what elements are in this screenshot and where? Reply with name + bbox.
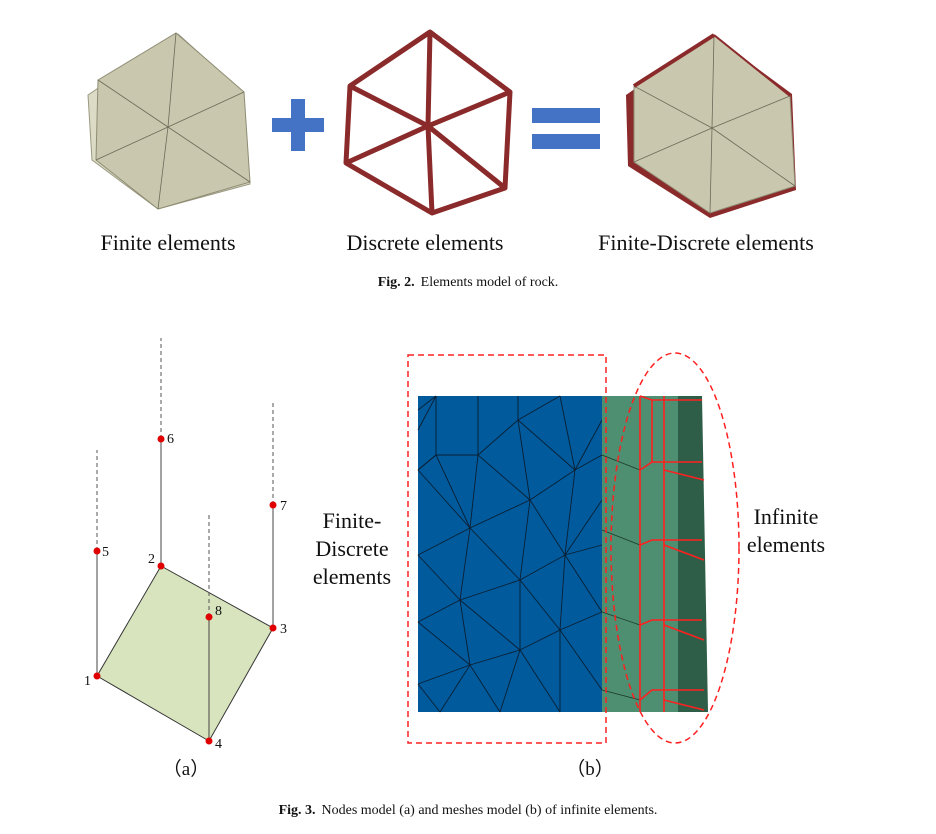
finite-discrete-hexagon: [626, 33, 796, 218]
node-1-marker: [93, 672, 101, 680]
node-3-marker: [269, 624, 277, 632]
infinite-label-line-1: Infinite: [754, 504, 819, 529]
infinite-region-ellipse: [610, 352, 740, 744]
figure-3a-nodes-model: 1 2 3 4 5 6 7 8 （a）: [84, 338, 287, 780]
figure-3-caption-text: Nodes model (a) and meshes model (b) of …: [322, 803, 658, 818]
finite-discrete-mesh-block: [418, 396, 602, 712]
equals-sign-icon: [532, 108, 600, 149]
quad-element-face: [96, 565, 274, 742]
node-8-label: 8: [215, 604, 222, 619]
finite-discrete-label-line-1: Finite-: [323, 508, 382, 533]
node-5-label: 5: [102, 545, 109, 560]
figure-2-caption: Fig. 2. Elements model of rock.: [378, 275, 559, 290]
panel-b-label: （b）: [566, 758, 614, 780]
node-2-marker: [157, 562, 165, 570]
figure-2-caption-text: Elements model of rock.: [421, 275, 559, 290]
finite-discrete-elements-label: Finite-Discrete elements: [598, 230, 814, 255]
node-8-marker: [205, 613, 213, 621]
node-5-marker: [93, 547, 101, 555]
node-6-label: 6: [167, 432, 174, 447]
finite-element-hexagon: [87, 32, 251, 210]
figure-2-caption-prefix: Fig. 2.: [378, 275, 415, 290]
node-2-label: 2: [148, 552, 155, 567]
plus-sign-icon: [272, 99, 324, 151]
node-3-label: 3: [280, 622, 287, 637]
node-7-label: 7: [280, 499, 287, 514]
discrete-elements-label: Discrete elements: [347, 230, 504, 255]
figure-2: Finite elements Discrete elements Finite…: [87, 29, 814, 290]
discrete-element-hexagon: [343, 29, 513, 216]
figure-3-caption-prefix: Fig. 3.: [279, 803, 316, 818]
triangle-mesh-lines: [417, 395, 603, 713]
node-6-marker: [157, 435, 165, 443]
infinite-elements-far-face: [678, 396, 708, 712]
figure-3b-meshes-model: Finite- Discrete elements Infinite eleme…: [313, 352, 825, 780]
finite-discrete-label-line-3: elements: [313, 564, 391, 589]
finite-discrete-region-box: [407, 354, 607, 744]
node-4-marker: [205, 737, 213, 745]
node-4-label: 4: [215, 737, 222, 752]
panel-a-label: （a）: [163, 758, 209, 780]
finite-elements-label: Finite elements: [100, 230, 235, 255]
figure-3-caption: Fig. 3. Nodes model (a) and meshes model …: [279, 803, 658, 818]
node-7-marker: [269, 501, 277, 509]
node-1-label: 1: [84, 674, 91, 689]
infinite-label-line-2: elements: [747, 532, 825, 557]
infinite-element-wireframe: [639, 395, 705, 712]
finite-discrete-label-line-2: Discrete: [315, 536, 388, 561]
